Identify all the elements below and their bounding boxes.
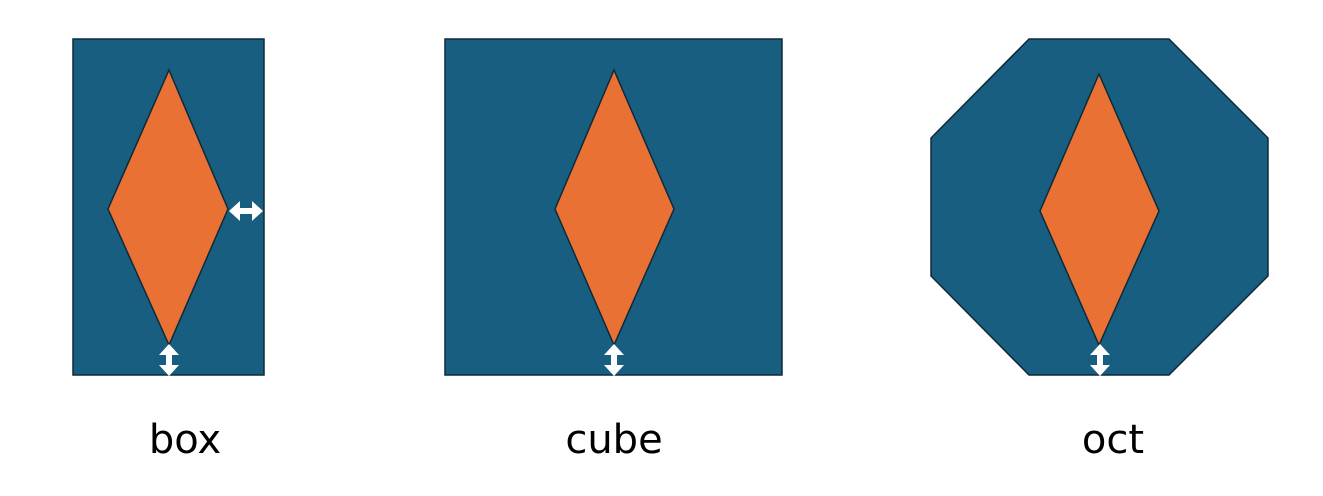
cube-vertical-gap-arrow-icon xyxy=(604,344,624,376)
box-vertical-gap-arrow-icon xyxy=(159,344,179,376)
oct-diamond xyxy=(1039,72,1160,347)
cube-figure xyxy=(444,38,783,376)
box-figure xyxy=(72,38,265,376)
oct-figure xyxy=(930,38,1269,376)
cube-label: cube xyxy=(565,417,663,463)
box-label: box xyxy=(148,417,222,463)
oct-vertical-gap-arrow-icon xyxy=(1090,344,1110,376)
oct-label: oct xyxy=(1081,417,1145,463)
box-horizontal-gap-arrow-icon xyxy=(229,201,263,221)
